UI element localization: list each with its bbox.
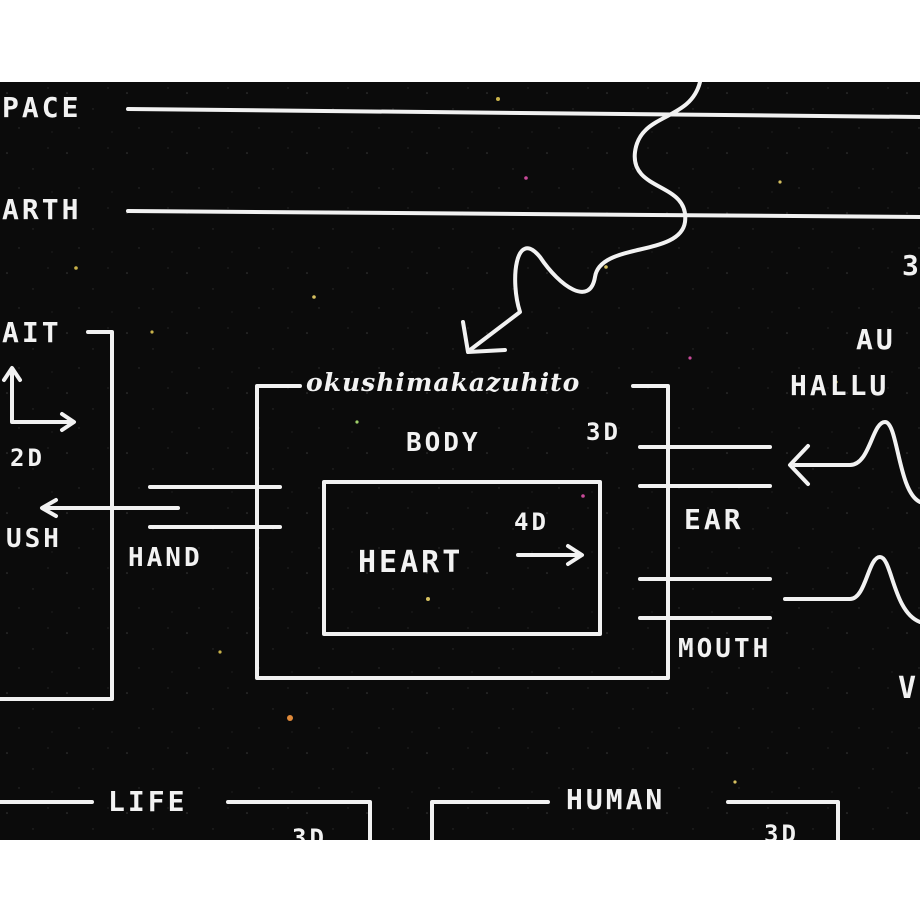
diagram-lines [0,82,920,840]
canvas-texture [0,82,920,840]
two-d-axes [10,370,74,424]
au-label: AU [856,323,896,356]
wave-arrow [468,82,702,352]
life-box [0,800,372,840]
wave-arrowhead [461,320,507,354]
human-3d-label: 3D [764,820,799,840]
two-d-arrow-up [2,366,22,382]
heart-label: HEART [358,545,464,580]
glitter-dots [74,97,838,784]
three-edge-label: 3 [902,249,920,282]
pulse-wave-top [793,420,920,504]
body-label: BODY [406,428,481,458]
heart-box [322,480,602,636]
life-3d-label: 3D [292,824,327,840]
ear-label: EAR [684,503,744,536]
human-label: HUMAN [566,783,666,816]
life-label: LIFE [108,785,188,818]
earth-line [126,209,920,219]
mouth-label: MOUTH [678,634,772,664]
hand-label: HAND [128,543,203,573]
three-d-body-label: 3D [586,418,621,446]
body-box [255,384,670,680]
push-arrowhead [40,498,58,518]
space-line [126,107,920,119]
two-d-arrow-right [60,412,76,432]
two-d-label: 2D [10,444,45,472]
four-d-arrowhead [566,544,584,566]
earth-label: ARTH [2,193,82,226]
v-edge-label: V [898,671,920,706]
push-label: USH [6,524,62,554]
pulse-wave-bottom [783,555,920,624]
four-d-label: 4D [514,508,549,536]
hallu-label: HALLU [790,369,890,402]
gait-label: AIT [2,316,62,349]
signature-label: okushimakazuhito [306,368,581,397]
left-box [0,330,114,701]
human-box [430,800,840,840]
space-label: PACE [2,91,82,124]
pulse-arrowhead [788,444,810,486]
chalk-diagram-painting: PACE ARTH AIT 2D USH HAND okushimakazuhi… [0,82,920,840]
